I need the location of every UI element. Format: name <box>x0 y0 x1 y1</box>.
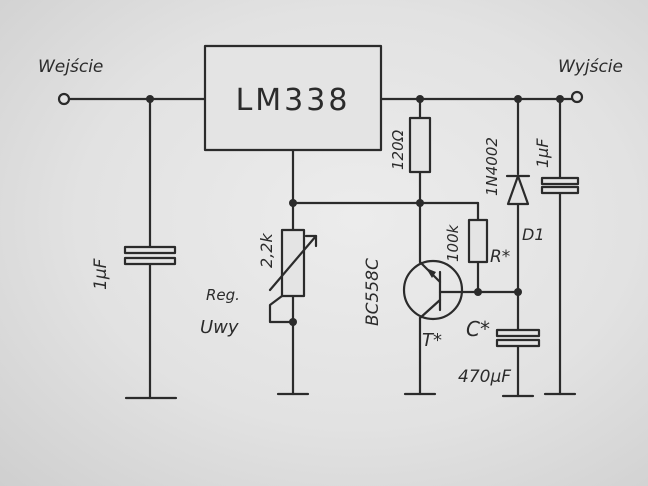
transistor-ref: T* <box>422 330 442 351</box>
output-terminal: Wyjście <box>558 57 623 104</box>
c-star-value: 470µF <box>458 367 511 387</box>
r-star-value: 100k <box>444 223 462 262</box>
adjust-line2: Uwy <box>200 317 239 338</box>
pot-value: 2,2k <box>257 233 276 268</box>
c-star-ref: C* <box>466 317 490 341</box>
resistor-120-value: 120Ω <box>389 129 407 170</box>
r-star-ref: R* <box>490 247 510 267</box>
output-cap-value: 1µF <box>533 138 552 168</box>
wires <box>67 97 577 400</box>
transistor-part: BC558C <box>363 258 383 326</box>
adjust-label: Reg. Uwy <box>200 286 240 338</box>
input-terminal: Wejście <box>38 57 103 106</box>
junction-dots <box>146 95 564 326</box>
diode: 1N4002 D1 <box>483 137 545 244</box>
regulator-part-label: LM338 <box>236 83 351 118</box>
transistor: BC558C T* <box>363 258 464 351</box>
regulator-ic: LM338 <box>203 44 383 152</box>
adjust-line1: Reg. <box>206 286 240 304</box>
input-cap-value: 1µF <box>91 258 111 290</box>
diode-part: 1N4002 <box>483 137 501 196</box>
resistor-r-star: 100k R* <box>444 218 510 267</box>
output-label: Wyjście <box>558 57 623 77</box>
input-capacitor: 1µF <box>91 245 177 290</box>
output-capacitor: 1µF <box>533 138 580 195</box>
resistor-120: 120Ω <box>389 116 432 174</box>
capacitor-c-star: C* 470µF <box>458 317 541 387</box>
diode-ref: D1 <box>522 225 545 244</box>
potentiometer: 2,2k <box>257 228 318 298</box>
input-label: Wejście <box>38 57 103 77</box>
